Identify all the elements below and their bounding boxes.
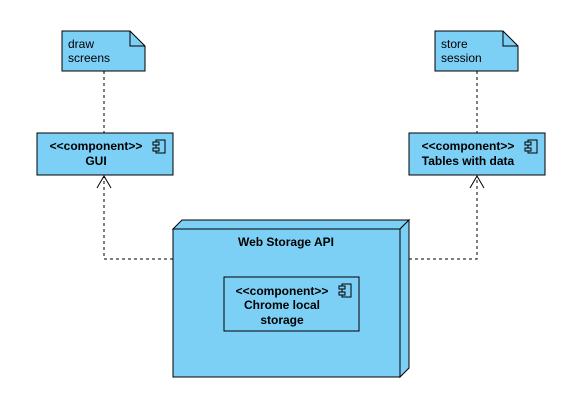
component-stereotype: <<component>>: [50, 139, 143, 153]
note-text-line2: session: [441, 51, 482, 65]
note-text-line2: screens: [68, 51, 110, 65]
component-tables-with-data: <<component>> Tables with data: [408, 132, 546, 176]
dependency-arrow-gui: [103, 176, 173, 260]
component-name: Tables with data: [422, 154, 515, 168]
component-icon: [338, 283, 352, 298]
component-stereotype: <<component>>: [422, 139, 515, 153]
note-draw-screens: draw screens: [61, 30, 146, 72]
dependency-arrow-tables: [409, 176, 478, 260]
node-web-storage-api: Web Storage API <<component>> Chrome loc…: [171, 218, 411, 379]
component-name-line2: storage: [260, 313, 304, 327]
note-text-line1: store: [441, 37, 468, 51]
component-gui: <<component>> GUI: [36, 132, 174, 176]
dependency-arrowhead-gui: [96, 175, 112, 189]
component-chrome-local-storage: <<component>> Chrome local storage: [223, 276, 360, 332]
component-name-line1: Chrome local: [244, 298, 320, 312]
note-text-line1: draw: [68, 37, 94, 51]
component-stereotype: <<component>>: [236, 284, 329, 298]
component-icon: [524, 139, 538, 154]
component-icon: [152, 139, 166, 154]
dependency-arrowhead-tables: [469, 175, 485, 189]
component-name: GUI: [85, 154, 106, 168]
node-title: Web Storage API: [238, 235, 334, 249]
note-store-session: store session: [434, 30, 519, 72]
